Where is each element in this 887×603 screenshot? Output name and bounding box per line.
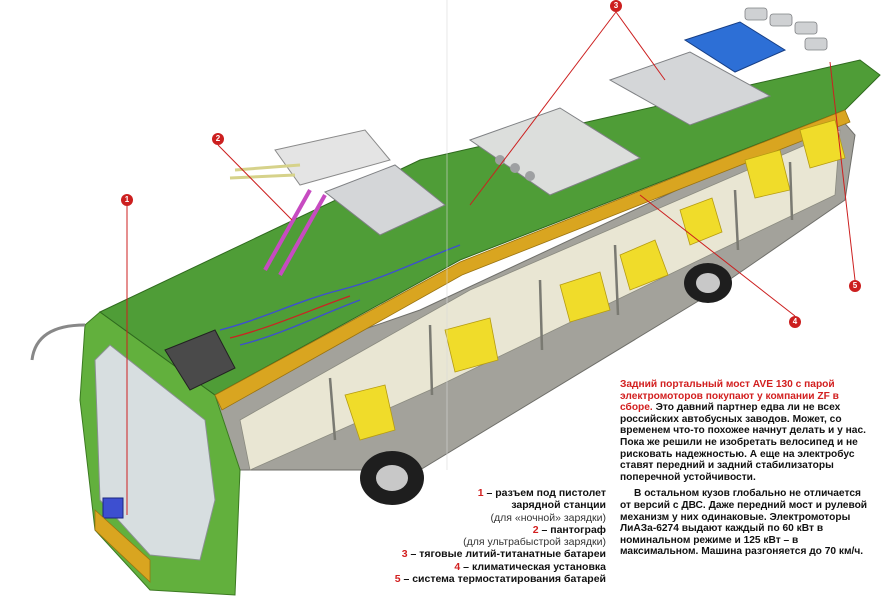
article-headline: Задний портальный мост AVE 130 с парой э… [620, 379, 839, 414]
charging-socket [102, 497, 124, 519]
legend-note: (для ультрабыстрой зарядки) [463, 536, 606, 549]
callout-marker-4: 4 [789, 316, 801, 328]
legend-number: 2 [532, 523, 539, 536]
climate-unit [683, 21, 787, 73]
legend-item-1: 1 – разъем под пистолет зарядной станции… [380, 487, 606, 524]
callout-marker-2: 2 [212, 133, 224, 145]
legend-label-cont: зарядной станции [511, 499, 606, 512]
middle-battery-pack [468, 107, 642, 196]
legend-number: 3 [401, 548, 408, 561]
legend-number: 1 [477, 487, 484, 499]
roof-hatch [164, 329, 236, 391]
pantograph-collector [274, 129, 391, 186]
pantograph-rails [229, 163, 301, 180]
callout-legend: 1 – разъем под пистолет зарядной станции… [380, 487, 606, 585]
legend-number: 4 [454, 560, 461, 573]
legend-item-4: 4 – климатическая установка [380, 561, 606, 573]
callout-marker-3: 3 [610, 0, 622, 12]
front-wheel [360, 451, 424, 505]
front-battery-pack [323, 164, 446, 236]
legend-item-3: 3 – тяговые литий-титанатные батареи [380, 548, 606, 560]
rear-wheel [684, 263, 732, 303]
side-mirror [30, 323, 86, 361]
passenger-seats [344, 119, 846, 441]
article-paragraph: В остальном кузов глобально не отличаетс… [620, 488, 868, 558]
legend-item-2: 2 – пантограф (для ультрабыстрой зарядки… [380, 524, 606, 549]
window-pillars [328, 161, 794, 441]
legend-label: – пантограф [538, 523, 606, 536]
legend-number: 5 [394, 573, 401, 586]
article-text: Задний портальный мост AVE 130 с парой э… [620, 379, 874, 558]
rear-battery-pack [608, 51, 772, 126]
roof-wiring-red [229, 295, 351, 339]
legend-label: – система термостатирования батарей [400, 573, 606, 586]
legend-note: (для «ночной» зарядки) [490, 511, 606, 524]
thermal-system-tubes [744, 7, 828, 51]
callout-marker-5: 5 [849, 280, 861, 292]
legend-item-5: 5 – система термостатирования батарей [380, 573, 606, 585]
legend-label: – тяговые литий-титанатные батареи [407, 548, 606, 561]
bus-roof-edge [214, 109, 851, 411]
legend-label: – климатическая установка [460, 560, 606, 573]
article-lead: Это давний партнер едва ли не всех росси… [620, 402, 866, 483]
roof-wiring [219, 244, 461, 346]
callout-leader-lines [126, 11, 856, 515]
front-step [94, 509, 151, 583]
legend-label: – разъем под пистолет [483, 487, 606, 499]
pantograph-arms [263, 189, 327, 276]
callout-marker-1: 1 [121, 194, 133, 206]
battery-fans [495, 155, 535, 181]
